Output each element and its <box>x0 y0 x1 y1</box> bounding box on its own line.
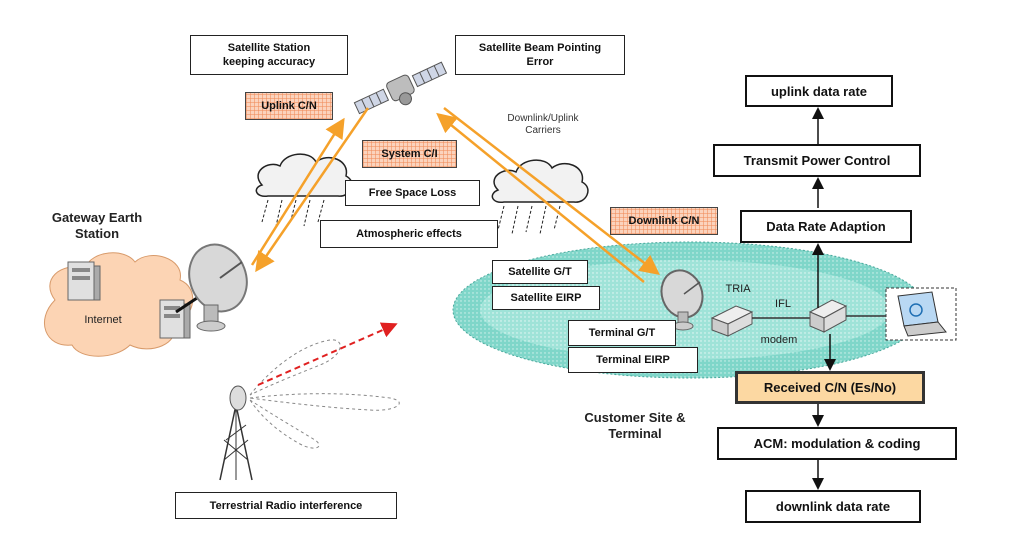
uplink-arrows <box>250 107 370 273</box>
atmospheric-effects-box: Atmospheric effects <box>320 220 498 248</box>
downlink-data-rate-box: downlink data rate <box>745 490 921 523</box>
radio-tower-icon <box>219 385 253 481</box>
gateway-dish-icon <box>175 243 248 332</box>
satellite-icon <box>353 61 448 115</box>
tria-label: TRIA <box>725 283 751 295</box>
internet-label: Internet <box>84 314 122 326</box>
terminal-eirp-box: Terminal EIRP <box>568 347 698 373</box>
ifl-label: IFL <box>775 298 791 310</box>
data-rate-adaption-box: Data Rate Adaption <box>740 210 912 243</box>
terrestrial-interference-box: Terrestrial Radio interference <box>175 492 397 519</box>
satellite-eirp-box: Satellite EIRP <box>492 286 600 310</box>
modem-label: modem <box>760 334 798 346</box>
beam-pointing-box: Satellite Beam Pointing Error <box>455 35 625 75</box>
received-cn-box: Received C/N (Es/No) <box>735 371 925 404</box>
terminal-dish-icon <box>660 269 704 331</box>
flow-arrows <box>812 107 836 490</box>
uplink-data-rate-box: uplink data rate <box>745 75 893 107</box>
downlink-arrows <box>436 107 660 283</box>
radiation-pattern <box>249 322 400 449</box>
station-keeping-box: Satellite Station keeping accuracy <box>190 35 348 75</box>
uplink-cn-box: Uplink C/N <box>245 92 333 120</box>
server-icon <box>67 261 101 301</box>
acm-box: ACM: modulation & coding <box>717 427 957 460</box>
customer-site-label: Customer Site & Terminal <box>584 410 686 441</box>
free-space-loss-box: Free Space Loss <box>345 180 480 206</box>
modem-device-icon <box>808 299 848 333</box>
transmit-power-control-box: Transmit Power Control <box>713 144 921 177</box>
system-ci-box: System C/I <box>362 140 457 168</box>
rain-cloud-icon <box>255 153 353 227</box>
tria-device-icon <box>710 305 754 337</box>
laptop-icon <box>897 291 947 337</box>
downlink-cn-box: Downlink C/N <box>610 207 718 235</box>
terminal-gt-box: Terminal G/T <box>568 320 676 346</box>
carriers-label: Downlink/Uplink Carriers <box>507 113 579 136</box>
satellite-gt-box: Satellite G/T <box>492 260 588 284</box>
gateway-label: Gateway Earth Station <box>51 210 143 241</box>
server-icon <box>159 299 191 339</box>
